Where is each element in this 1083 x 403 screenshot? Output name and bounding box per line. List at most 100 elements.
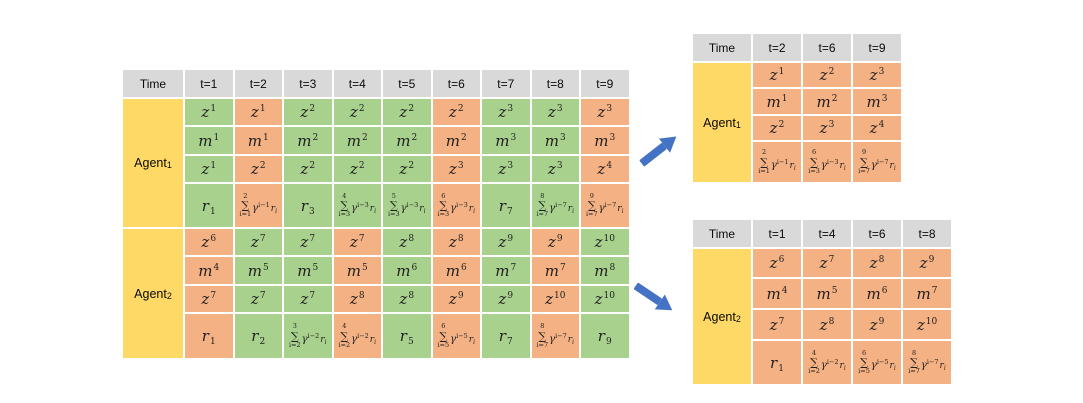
- sigma-with-limits: 3∑i=2: [289, 323, 301, 348]
- table-cell: m6: [853, 279, 901, 308]
- sum-body: γi−2ri: [821, 353, 846, 372]
- table-cell: z3: [853, 63, 901, 87]
- table-cell: r1: [185, 184, 233, 227]
- gamma-exponent: i−7: [876, 157, 889, 166]
- sigma-with-limits: 4∑i=2: [338, 323, 350, 348]
- reward-subscript: i: [473, 338, 476, 346]
- table-cell: m2: [284, 127, 332, 154]
- sum-body: γi−5ri: [871, 353, 896, 372]
- gamma-variable: γ: [351, 333, 358, 345]
- sigma-with-limits: 6∑i=3: [437, 192, 449, 218]
- reward-subscript: i: [275, 208, 278, 215]
- gamma-exponent: i−7: [555, 331, 567, 340]
- math-variable: r3: [300, 196, 315, 217]
- table-cell: z7: [333, 229, 381, 255]
- reward-variable: r: [320, 334, 325, 345]
- table-cell: m2: [333, 127, 381, 154]
- math-variable: z9: [498, 290, 514, 308]
- table-cell: z3: [531, 156, 579, 182]
- gamma-exponent: i−2: [357, 331, 369, 340]
- table-cell: r5: [383, 314, 431, 358]
- math-variable: r9: [597, 327, 612, 347]
- sum-lower-limit: i=7: [536, 340, 549, 349]
- math-variable: z7: [201, 290, 217, 308]
- reward-variable: r: [889, 160, 894, 171]
- sum-lower-limit: i=3: [338, 210, 351, 218]
- gamma-variable: γ: [252, 203, 259, 214]
- table-cell: z2: [234, 156, 282, 182]
- sigma-icon: ∑: [860, 356, 868, 369]
- sum-upper-limit: 2: [761, 148, 767, 157]
- math-variable: m5: [816, 284, 838, 303]
- sum-upper-limit: 4: [342, 322, 347, 331]
- sum-body: γi−7ri: [921, 353, 946, 372]
- math-variable: m6: [866, 284, 888, 303]
- gamma-exponent: i−7: [604, 201, 617, 209]
- sigma-with-limits: 9∑i=7: [858, 149, 870, 174]
- sum-body: γi−3ri: [401, 196, 426, 215]
- gamma-variable: γ: [870, 159, 877, 171]
- reward-subscript: i: [572, 208, 575, 215]
- sum-upper-limit: 9: [861, 148, 867, 157]
- table-cell: m5: [333, 257, 381, 284]
- math-variable: z7: [769, 315, 785, 334]
- table-cell: z1: [753, 63, 801, 87]
- math-variable: z9: [448, 290, 464, 308]
- sum-upper-limit: 5: [391, 191, 396, 200]
- table-cell: m4: [753, 279, 801, 308]
- sum-upper-limit: 6: [441, 322, 446, 331]
- agent-label-subscript: 1: [735, 119, 741, 130]
- sum-lower-limit: i=2: [808, 367, 820, 375]
- gamma-exponent: i−2: [826, 358, 839, 366]
- math-variable: z1: [201, 103, 217, 121]
- sigma-with-limits: 8∑i=7: [536, 323, 548, 348]
- table-cell: z2: [333, 156, 381, 182]
- table-cell: z3: [581, 99, 629, 125]
- gamma-exponent: i−7: [926, 358, 939, 366]
- math-variable: m7: [916, 284, 938, 303]
- table-cell: m7: [903, 279, 951, 308]
- table-cell: z6: [185, 229, 233, 255]
- sigma-with-limits: 8∑i=7: [536, 192, 548, 218]
- gamma-variable: γ: [549, 203, 556, 214]
- math-variable: z6: [769, 254, 785, 272]
- sigma-with-limits: 2∑i=1: [239, 192, 251, 218]
- math-variable: z1: [769, 66, 785, 84]
- math-variable: z2: [819, 66, 835, 84]
- agent-label-subscript: 2: [735, 313, 741, 324]
- gamma-exponent: i−3: [406, 201, 419, 209]
- table-cell: r1: [185, 314, 233, 358]
- math-variable: z8: [349, 290, 365, 308]
- agent-label-text: Agent: [134, 286, 167, 301]
- table-cell: z8: [383, 286, 431, 312]
- math-variable: m3: [495, 131, 517, 150]
- col-header: t=4: [333, 70, 381, 97]
- table-cell: z9: [482, 229, 530, 255]
- table-cell: r9: [581, 314, 629, 358]
- table-cell: z9: [903, 249, 951, 277]
- sigma-icon: ∑: [538, 199, 547, 212]
- table-cell: z1: [185, 99, 233, 125]
- sum-body: γi−2ri: [302, 327, 327, 346]
- sigma-icon: ∑: [538, 329, 547, 343]
- math-variable: z3: [597, 103, 613, 121]
- sigma-icon: ∑: [340, 199, 349, 212]
- reward-variable: r: [839, 160, 844, 171]
- math-variable: m2: [396, 131, 418, 150]
- gamma-variable: γ: [351, 203, 358, 214]
- sum-body: γi−7ri: [549, 196, 574, 215]
